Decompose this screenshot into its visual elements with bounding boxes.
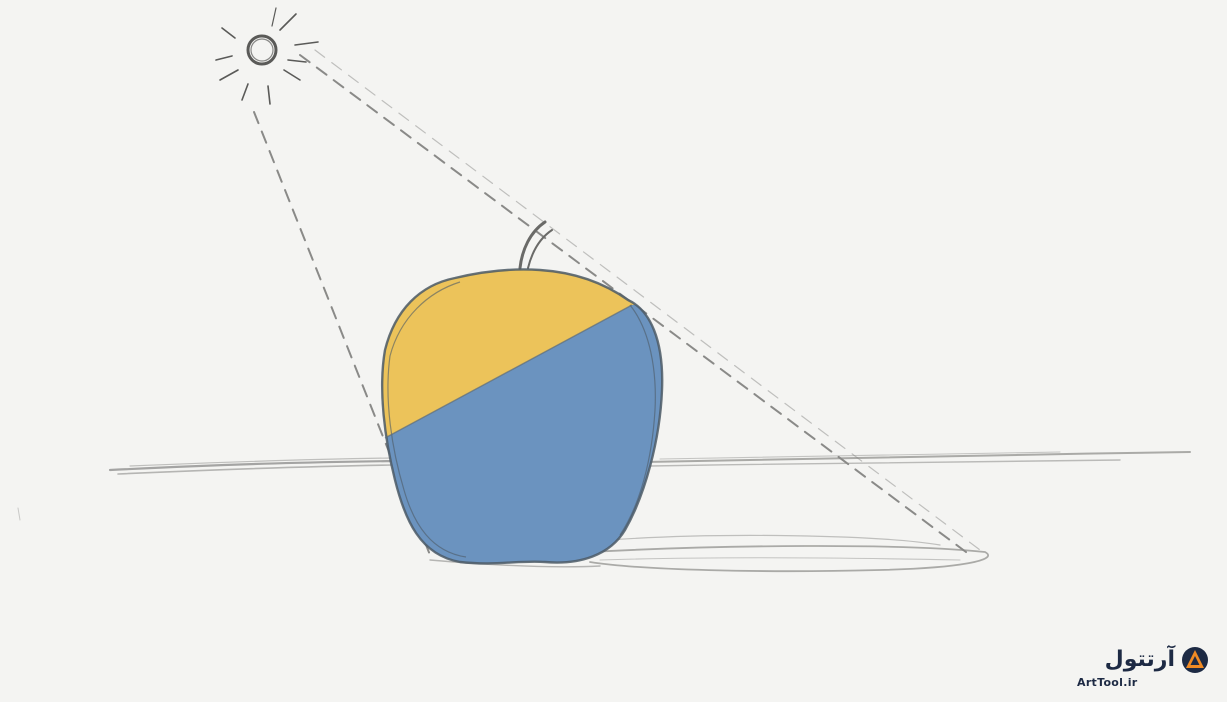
arttool-brand: آرتتول: [1073, 646, 1209, 674]
arttool-logo-text: آرتتول: [1105, 646, 1175, 674]
arttool-url: ArtTool.ir: [1077, 676, 1138, 689]
arttool-logo-icon: [1181, 646, 1209, 674]
arttool-watermark: آرتتول ArtTool.ir: [1073, 644, 1209, 692]
